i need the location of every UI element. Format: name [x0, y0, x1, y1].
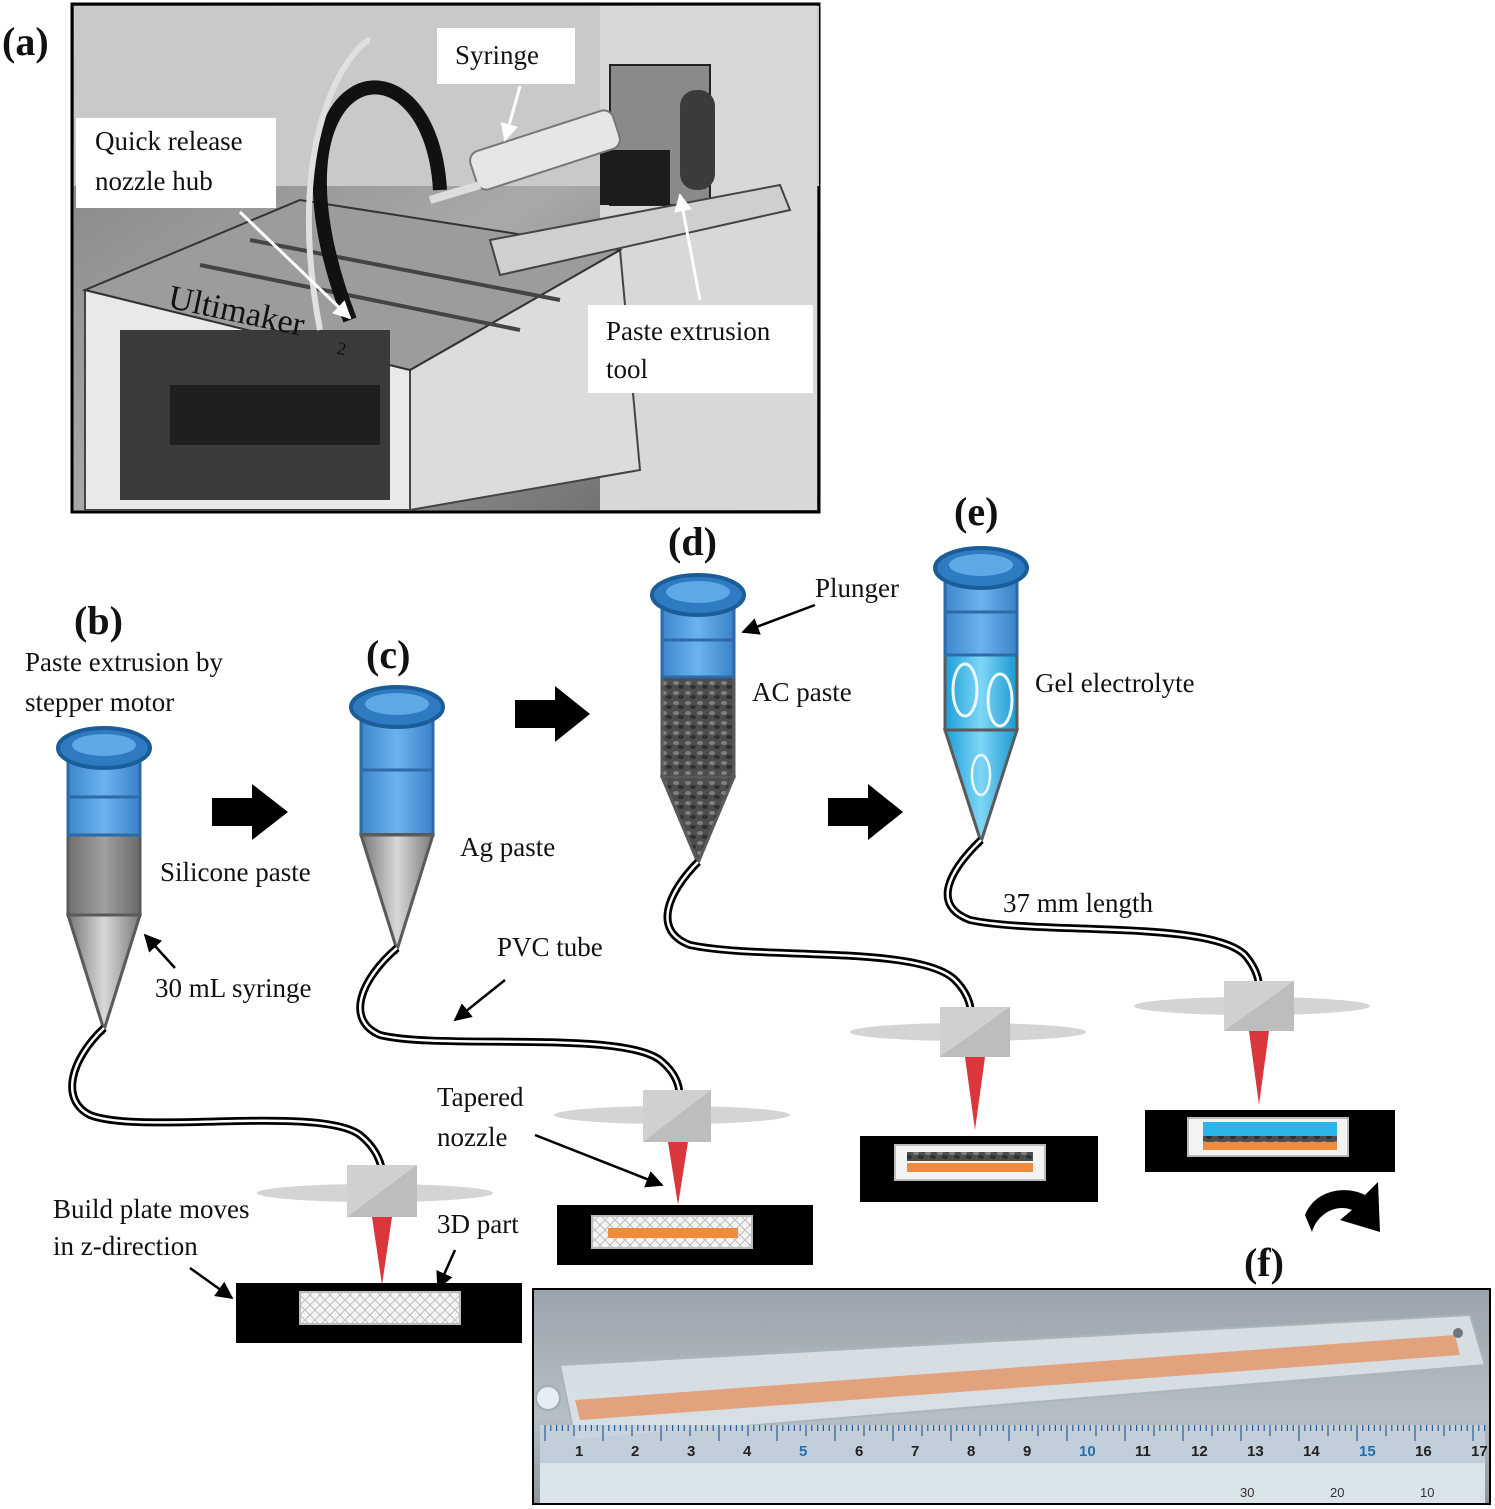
label-37mm-length: 37 mm length	[1003, 888, 1153, 918]
panel-label-f: (f)	[1244, 1240, 1284, 1285]
step-arrow-c-d	[515, 686, 590, 742]
panel-label-b: (b)	[74, 598, 123, 643]
step-arrow-b-c	[212, 784, 288, 840]
syringe-b	[56, 726, 152, 1036]
callout-quick-release-box	[76, 118, 276, 208]
stage-d: (d) Plunger AC paste	[650, 519, 1098, 1202]
ruler-number: 2	[631, 1443, 639, 1460]
ruler-number: 5	[799, 1443, 807, 1460]
ruler-number: 13	[1247, 1443, 1264, 1460]
label-gel-electrolyte: Gel electrolyte	[1035, 668, 1195, 698]
ruler-number: 14	[1303, 1443, 1320, 1460]
label-paste-extrusion-line2: stepper motor	[25, 687, 174, 717]
label-tapered-line1: Tapered	[437, 1082, 524, 1112]
ruler-number: 10	[1420, 1485, 1434, 1500]
pvc-tube-b	[68, 1025, 388, 1201]
ruler-number: 8	[967, 1443, 975, 1460]
stage-c: (c) Ag paste PVC tube Tapered nozzle	[349, 632, 813, 1265]
label-pvc-tube: PVC tube	[497, 932, 603, 962]
step-arrow-d-e	[828, 784, 903, 840]
label-build-plate-line2: in z-direction	[53, 1231, 198, 1261]
label-tapered-line2: nozzle	[437, 1122, 507, 1152]
ruler-number: 3	[687, 1443, 695, 1460]
callout-quick-release-line1: Quick release	[95, 126, 243, 156]
label-silicone-paste: Silicone paste	[160, 857, 311, 887]
syringe-d	[650, 573, 746, 867]
ruler-number: 30	[1240, 1485, 1254, 1500]
ruler-number: 15	[1359, 1443, 1376, 1460]
ruler-number: 6	[855, 1443, 863, 1460]
label-build-plate-line1: Build plate moves	[53, 1194, 249, 1224]
panel-label-e: (e)	[954, 489, 998, 534]
ruler-bottom-numbers: 10 20 30	[1240, 1485, 1434, 1500]
callout-syringe-box	[437, 28, 575, 84]
ruler-number: 11	[1135, 1443, 1151, 1460]
panel-label-c: (c)	[366, 632, 410, 677]
syringe-c	[349, 685, 445, 956]
callout-quick-release-line2: nozzle hub	[95, 166, 213, 196]
ruler-number: 10	[1079, 1443, 1096, 1460]
ruler-number: 1	[575, 1443, 583, 1460]
printer-model: 2	[335, 338, 348, 359]
ruler-number: 4	[743, 1443, 752, 1460]
ruler-number: 17	[1471, 1443, 1488, 1460]
ruler-number: 20	[1330, 1485, 1344, 1500]
label-3d-part: 3D part	[437, 1209, 519, 1239]
ruler-number: 9	[1023, 1443, 1031, 1460]
photo-a: Ultimaker 2 Syringe Quick release nozzle…	[70, 2, 821, 514]
panel-label-a: (a)	[2, 19, 49, 64]
ruler-number: 12	[1191, 1443, 1208, 1460]
label-plunger: Plunger	[815, 573, 899, 603]
ruler-number: 16	[1415, 1443, 1432, 1460]
syringe-e	[933, 546, 1029, 847]
label-ag-paste: Ag paste	[460, 832, 555, 862]
callout-paste-tool-line1: Paste extrusion	[606, 316, 771, 346]
stage-e: (e) Gel electrolyte 37 mm length	[933, 489, 1395, 1172]
label-ac-paste: AC paste	[752, 677, 852, 707]
label-paste-extrusion-line1: Paste extrusion by	[25, 647, 223, 677]
panel-label-d: (d)	[668, 519, 717, 564]
step-arrow-e-f	[1305, 1182, 1380, 1232]
callout-syringe: Syringe	[455, 40, 539, 70]
callout-paste-tool-line2: tool	[606, 354, 648, 384]
callout-paste-tool-box	[588, 305, 813, 393]
ruler-ticks	[544, 1425, 1486, 1441]
ruler-number: 7	[911, 1443, 919, 1460]
label-30ml-syringe: 30 mL syringe	[155, 973, 311, 1003]
stage-b: (b) Paste extrusion by stepper motor Sil…	[25, 598, 522, 1343]
